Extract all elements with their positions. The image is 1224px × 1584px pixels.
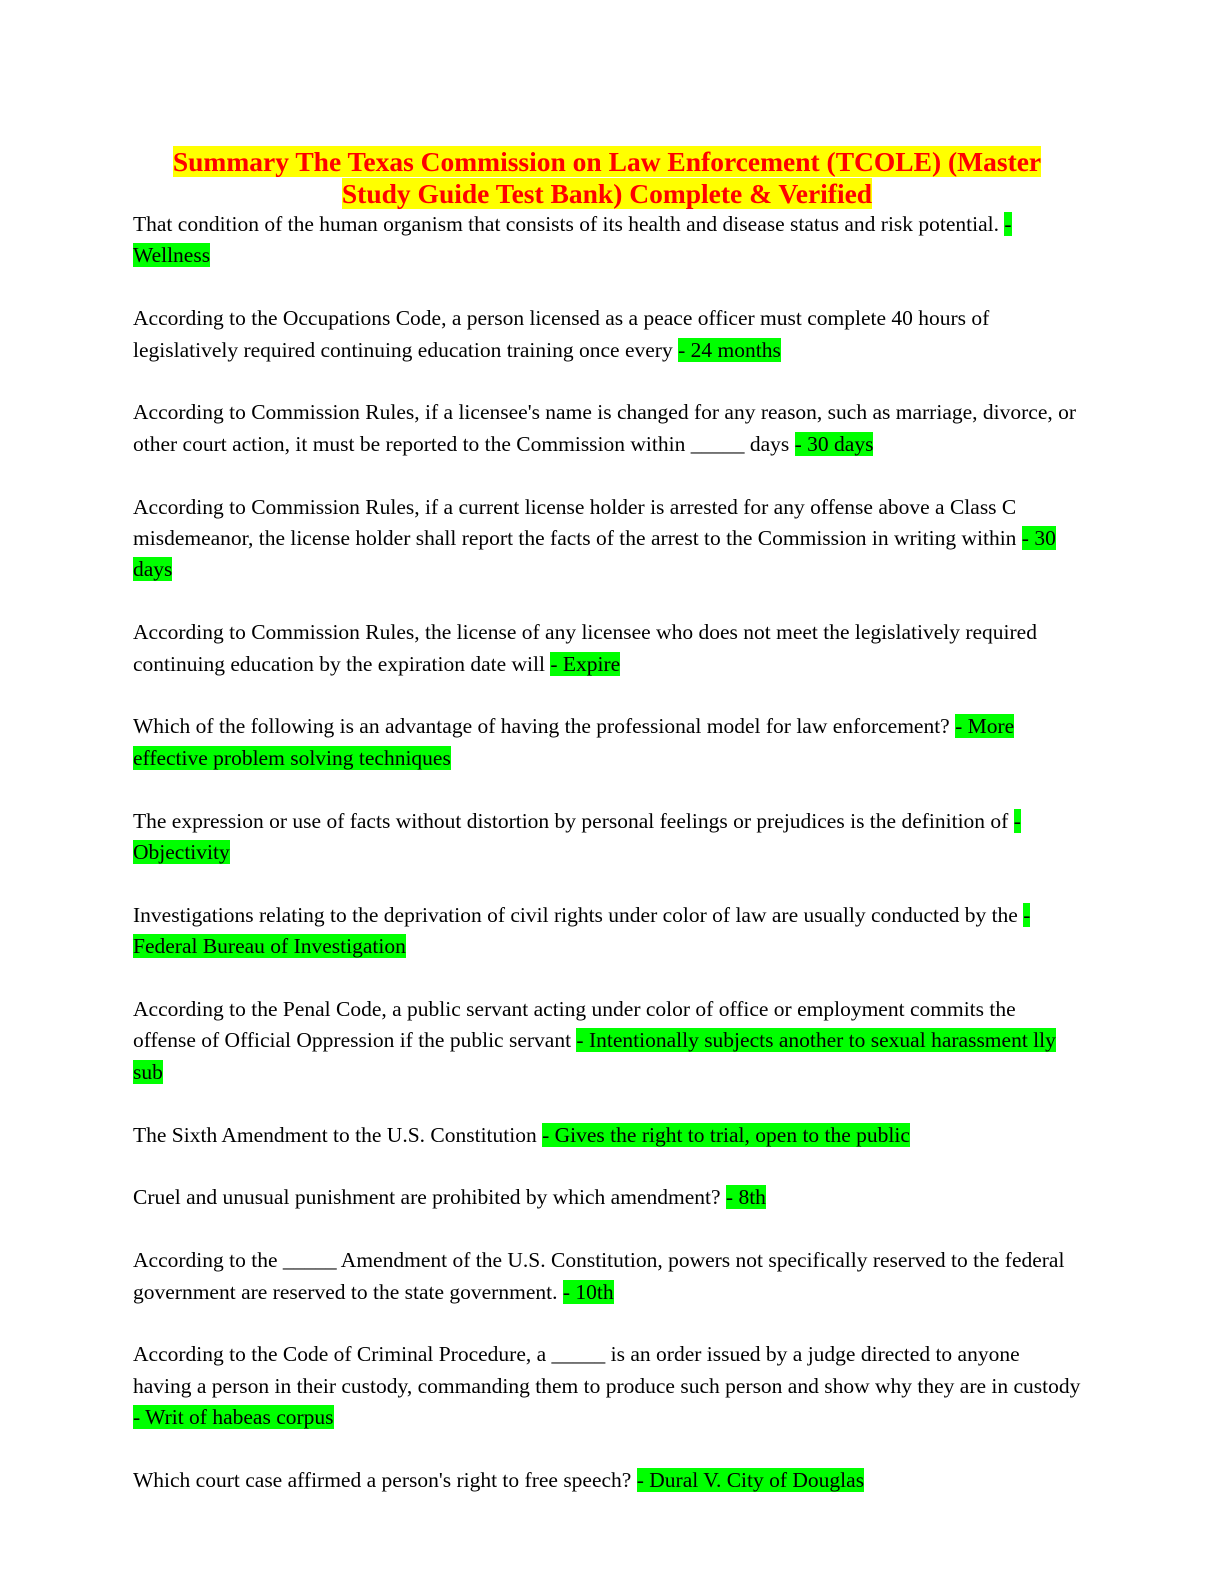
qa-item: Which of the following is an advantage o…	[133, 711, 1081, 774]
qa-item: According to the _____ Amendment of the …	[133, 1245, 1081, 1308]
answer-text: - 8th	[725, 1185, 766, 1210]
qa-item: According to Commission Rules, if a lice…	[133, 397, 1081, 460]
qa-item: Which court case affirmed a person's rig…	[133, 1465, 1081, 1496]
answer-text: - Dural V. City of Douglas	[636, 1468, 865, 1493]
qa-item: That condition of the human organism tha…	[133, 209, 1081, 272]
question-text: According to the Occupations Code, a per…	[133, 306, 990, 362]
qa-item: The expression or use of facts without d…	[133, 806, 1081, 869]
question-text: The Sixth Amendment to the U.S. Constitu…	[133, 1122, 537, 1147]
question-text: The expression or use of facts without d…	[133, 808, 1009, 833]
question-text: According to the _____ Amendment of the …	[133, 1248, 1065, 1304]
qa-item: Investigations relating to the deprivati…	[133, 900, 1081, 963]
question-answer-list: That condition of the human organism tha…	[133, 209, 1081, 1496]
answer-text: - Writ of habeas corpus	[133, 1405, 334, 1430]
question-text: That condition of the human organism tha…	[133, 212, 1000, 236]
answer-text: - 10th	[562, 1279, 614, 1304]
answer-text: - 24 months	[678, 337, 781, 362]
question-text: According to the Penal Code, a public se…	[133, 997, 1016, 1053]
answer-text: - Expire	[550, 651, 621, 676]
qa-item: Cruel and unusual punishment are prohibi…	[133, 1182, 1081, 1213]
question-text: According to Commission Rules, if a curr…	[133, 494, 1017, 551]
question-text: Which of the following is an advantage o…	[133, 714, 950, 739]
question-text: According to Commission Rules, the licen…	[133, 620, 1037, 676]
qa-item: The Sixth Amendment to the U.S. Constitu…	[133, 1120, 1081, 1151]
qa-item: According to the Occupations Code, a per…	[133, 303, 1081, 366]
document-page: Summary The Texas Commission on Law Enfo…	[133, 146, 1081, 1528]
qa-item: According to the Code of Criminal Proced…	[133, 1339, 1081, 1433]
question-text: Cruel and unusual punishment are prohibi…	[133, 1185, 721, 1210]
question-text: Investigations relating to the deprivati…	[133, 902, 1018, 927]
qa-item: According to Commission Rules, the licen…	[133, 617, 1081, 680]
document-title: Summary The Texas Commission on Law Enfo…	[133, 146, 1081, 209]
qa-item: According to Commission Rules, if a curr…	[133, 492, 1081, 586]
title-line-1: Summary The Texas Commission on Law Enfo…	[172, 146, 1042, 177]
question-text: Which court case affirmed a person's rig…	[133, 1468, 632, 1493]
question-text: According to the Code of Criminal Proced…	[133, 1342, 1081, 1398]
answer-text: - 30 days	[794, 431, 874, 456]
answer-text: - Gives the right to trial, open to the …	[542, 1122, 910, 1147]
title-line-2: Study Guide Test Bank) Complete & Verifi…	[341, 177, 873, 209]
qa-item: According to the Penal Code, a public se…	[133, 994, 1081, 1088]
question-text: According to Commission Rules, if a lice…	[133, 400, 1077, 456]
